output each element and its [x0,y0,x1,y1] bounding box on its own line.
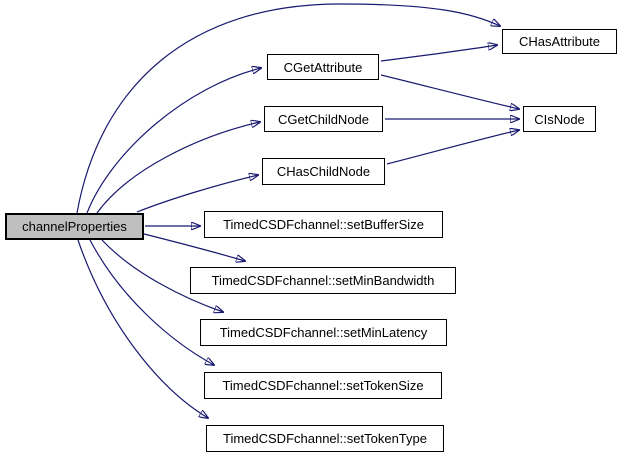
edge-CGetAttribute-CHasAttribute [380,45,497,62]
node-CGetAttribute[interactable]: CGetAttribute [267,54,379,80]
node-setTokenSize[interactable]: TimedCSDFchannel::setTokenSize [204,372,442,399]
edge-channelProperties-setTokenSize [89,239,214,365]
node-setTokenType[interactable]: TimedCSDFchannel::setTokenType [206,425,444,452]
node-setMinLatency[interactable]: TimedCSDFchannel::setMinLatency [200,319,447,346]
edge-channelProperties-CGetChildNode [96,122,260,214]
edge-channelProperties-CGetAttribute [86,68,261,214]
edge-channelProperties-setTokenType [77,239,208,418]
edge-channelProperties-CHasAttribute [76,3,500,214]
edge-channelProperties-setMinLatency [101,239,223,312]
edge-CHasChildNode-CIsNode [386,130,519,165]
edge-channelProperties-CHasChildNode [136,175,258,213]
node-CHasAttribute[interactable]: CHasAttribute [502,29,617,54]
node-CHasChildNode[interactable]: CHasChildNode [262,158,385,185]
edge-channelProperties-setMinBandwidth [143,233,245,261]
edge-CGetAttribute-CIsNode [380,74,519,109]
node-CGetChildNode[interactable]: CGetChildNode [264,106,383,132]
node-setBufferSize[interactable]: TimedCSDFchannel::setBufferSize [204,211,443,238]
node-setMinBandwidth[interactable]: TimedCSDFchannel::setMinBandwidth [190,267,456,294]
node-channelProperties: channelProperties [5,213,144,240]
node-CIsNode[interactable]: CIsNode [523,106,596,132]
